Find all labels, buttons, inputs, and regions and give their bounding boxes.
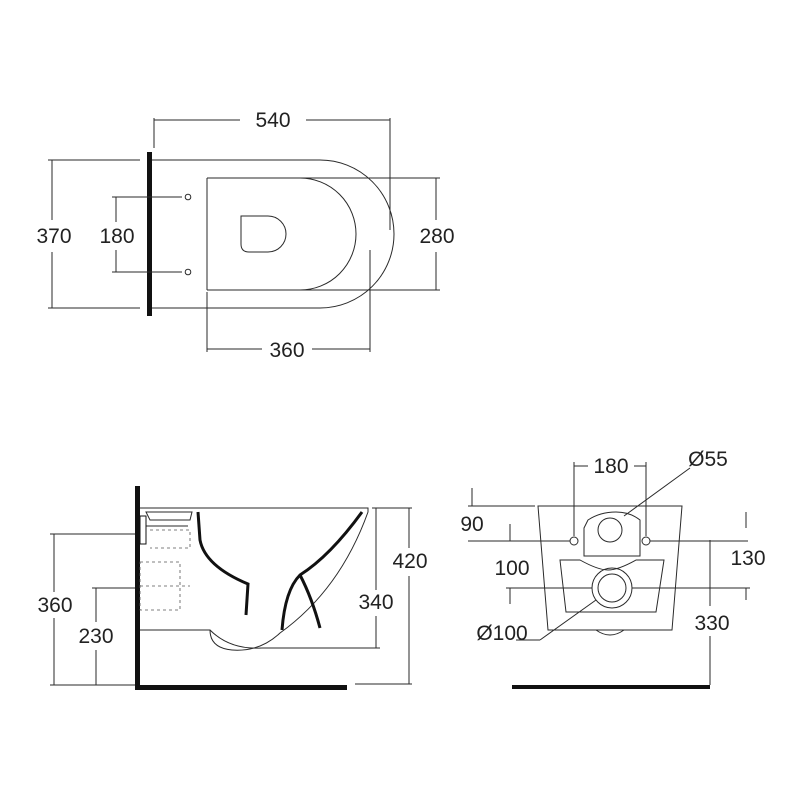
- outlet-circle-inner: [597, 573, 627, 603]
- dim-360-label: 360: [269, 339, 304, 362]
- dim-180-label: 180: [99, 225, 134, 248]
- dim-100-label: 100: [494, 557, 529, 580]
- bowl-outline: [152, 159, 395, 309]
- back-body: [537, 505, 683, 631]
- seat-outline: [207, 177, 357, 291]
- dim-540-label: 540: [255, 109, 290, 132]
- dim-b180-label: 180: [593, 455, 628, 478]
- dim-d100-label: Ø100: [476, 622, 527, 645]
- dim-420-label: 420: [392, 550, 427, 573]
- bowl-base: [209, 629, 263, 649]
- inlet-circle: [597, 517, 623, 543]
- bolt-hole-lower: [184, 268, 192, 276]
- floor: [135, 685, 347, 690]
- side-view: 420 340 360 230: [37, 486, 428, 690]
- wall: [135, 486, 140, 690]
- bowl-silhouette: [140, 507, 369, 651]
- bowl-opening: [240, 215, 287, 253]
- floor-back: [512, 685, 710, 689]
- bowl-front-wall: [280, 511, 364, 631]
- dim-d55-label: Ø55: [688, 448, 728, 471]
- dim-340-label: 340: [358, 591, 393, 614]
- back-foot: [595, 629, 625, 636]
- back-lower-recess: [559, 559, 665, 613]
- dim-d55-leader: [623, 467, 691, 517]
- dim-360s-label: 360: [37, 594, 72, 617]
- seat-side: [145, 511, 193, 521]
- wall-plate: [147, 152, 152, 316]
- inlet-pipe: [150, 529, 191, 549]
- bowl-inner-wall: [196, 511, 250, 616]
- dim-330-label: 330: [694, 612, 729, 635]
- bolt-hole-upper: [184, 193, 192, 201]
- back-upper-recess: [583, 511, 641, 557]
- mounting-bracket: [139, 515, 147, 545]
- dim-230-label: 230: [78, 625, 113, 648]
- bowl-front-rim: [298, 574, 322, 629]
- dim-280-label: 280: [419, 225, 454, 248]
- dim-90-label: 90: [460, 513, 483, 536]
- dim-370-label: 370: [36, 225, 71, 248]
- back-bolt-right: [641, 536, 651, 546]
- dim-130-label: 130: [730, 547, 765, 570]
- dim-d100-leader: [539, 599, 597, 641]
- back-view: 180 Ø55 90 100 130 Ø100 330: [460, 448, 766, 689]
- back-bolt-left: [569, 536, 579, 546]
- top-view: 540 370 180 280 360: [36, 109, 454, 362]
